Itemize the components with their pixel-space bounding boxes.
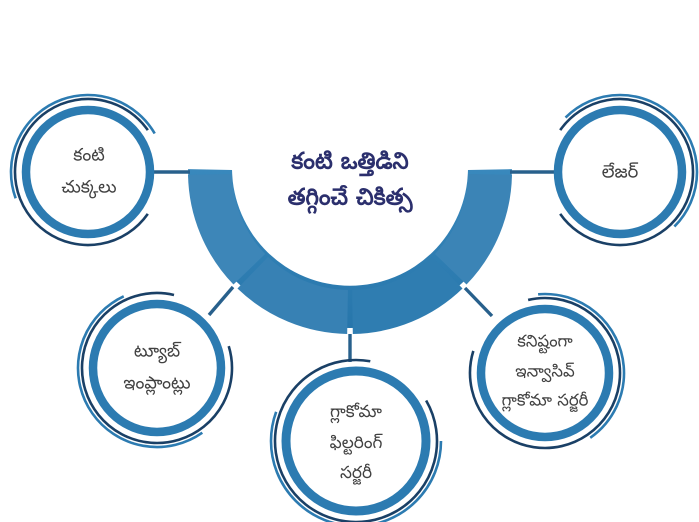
connector-bottom-right [463,286,494,318]
node-laser-label: లేజర్ [601,161,639,183]
center-ring [188,169,512,334]
node-glaucoma-filtering-surgery-label: గ్లాకోమా ఫిల్టరింగ్ సర్జరీ [329,402,383,484]
center-ring-segment-left [188,174,266,285]
node-eye-drops-accent-arc-blue [9,93,167,251]
node-minimally-invasive-glaucoma-surgery-accent-arc-blue [464,292,626,454]
node-tube-implants-accent-arc-dark [80,291,234,445]
node-minimally-invasive-glaucoma-surgery-label: కనిష్టంగా ఇన్వాసివ్ గ్లాకోమా సర్జరీ [501,331,589,410]
node-eye-drops-label: కంటి చుక్కలు [61,145,117,198]
node-tube-implants [76,287,238,449]
node-minimally-invasive-glaucoma-surgery-ring [476,304,614,442]
node-glaucoma-filtering-surgery-ring [281,366,431,516]
node-tube-implants-ring [88,299,226,437]
connector-bottom-left [207,285,235,317]
node-eye-drops-ring [21,105,155,239]
center-ring-segment-right [434,174,512,285]
node-laser-ring [553,105,687,239]
node-tube-implants-accent-arc-blue [76,287,238,449]
node-glaucoma-filtering-surgery [269,354,443,522]
connectors [154,170,556,362]
node-laser [541,93,699,251]
center-node-label: కంటి ఒత్తిడిని తగ్గించే చికిత్స [287,148,413,210]
node-glaucoma-filtering-surgery-accent-arc-blue [269,354,443,522]
node-laser-accent-arc-blue [541,93,699,251]
node-tube-implants-label: ట్యూబ్ ఇంప్లాంట్లు [123,341,191,394]
node-glaucoma-filtering-surgery-accent-arc-dark [273,358,439,522]
node-laser-accent-arc-dark [545,97,695,247]
node-minimally-invasive-glaucoma-surgery [464,292,626,454]
center-ring-segment-bottom-left [237,256,348,334]
node-eye-drops [9,93,167,251]
node-eye-drops-accent-arc-dark [13,97,163,247]
center-ring-segment-bottom-right [352,256,463,334]
node-minimally-invasive-glaucoma-surgery-accent-arc-dark [468,296,622,450]
